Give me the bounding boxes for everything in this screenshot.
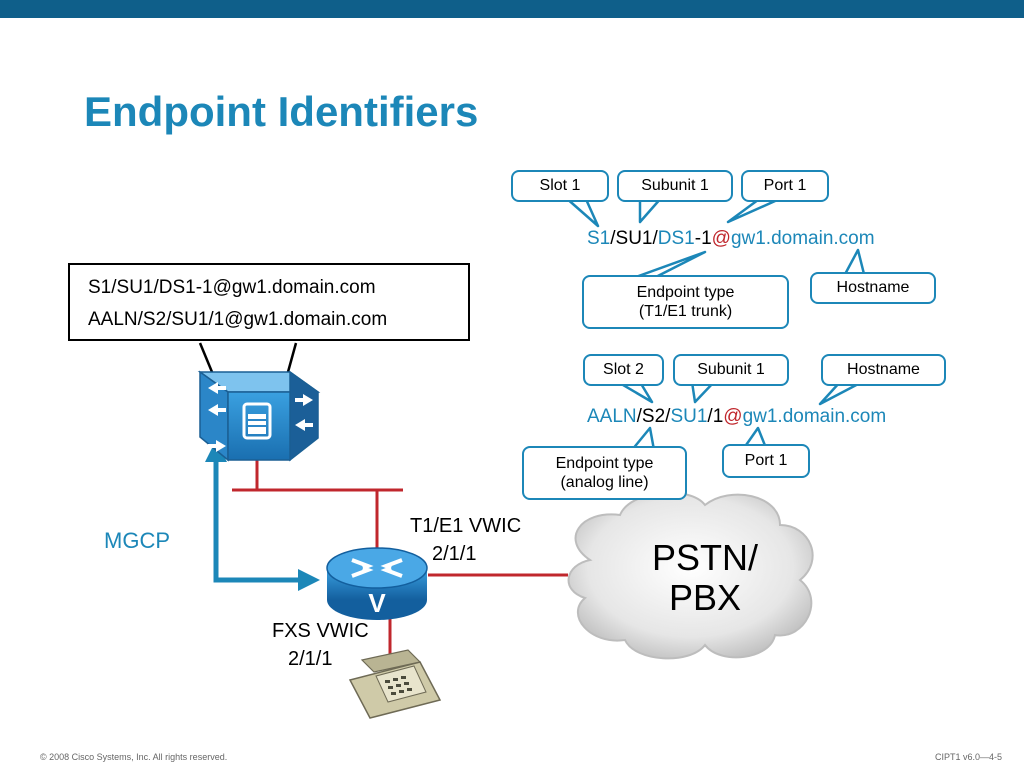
call-agent-switch-icon (197, 370, 321, 462)
fxs-vwic-label-line2: 2/1/1 (288, 648, 333, 670)
voice-router-icon: V (326, 547, 428, 620)
endpoint-type-trunk-line1: Endpoint type (636, 284, 735, 301)
mgcp-arrow-right-head (298, 569, 320, 591)
top-bar (0, 0, 1024, 18)
pstn-label: PSTN/ PBX (620, 538, 790, 618)
slot2-callout: Slot 2 (583, 354, 664, 386)
hostname-analog-label: Hostname (847, 361, 920, 378)
subunit1-callout: Subunit 1 (617, 170, 733, 202)
slot2-callout-label: Slot 2 (603, 361, 644, 378)
hostname-trunk-label: Hostname (836, 279, 910, 296)
analog-phone-icon (348, 649, 442, 719)
t1-vwic-label-line2: 2/1/1 (432, 543, 477, 565)
port1-analog-callout: Port 1 (722, 444, 810, 478)
trunk-endpoint-address: S1/SU1/DS1-1@gw1.domain.com (587, 228, 875, 249)
id-box-line2: AALN/S2/SU1/1@gw1.domain.com (88, 309, 388, 330)
endpoint-type-analog-line1: Endpoint type (555, 455, 654, 472)
endpoint-id-box: S1/SU1/DS1-1@gw1.domain.com AALN/S2/SU1/… (68, 263, 470, 341)
port1-callout: Port 1 (741, 170, 829, 202)
fxs-vwic-label-line1: FXS VWIC (272, 620, 369, 642)
endpoint-type-analog-callout: Endpoint type (analog line) (522, 446, 687, 500)
mgcp-arrow-line (213, 460, 300, 583)
hostname-analog-callout: Hostname (821, 354, 946, 386)
id-box-pointer-left (198, 342, 214, 373)
id-box-pointer-right (286, 342, 298, 373)
port1-callout-label: Port 1 (763, 177, 807, 194)
slot1-callout: Slot 1 (511, 170, 609, 202)
subunit1-analog-label: Subunit 1 (697, 361, 765, 378)
slot1-callout-label: Slot 1 (539, 177, 581, 194)
analog-endpoint-address: AALN/S2/SU1/1@gw1.domain.com (587, 406, 887, 427)
id-box-line1: S1/SU1/DS1-1@gw1.domain.com (88, 277, 376, 298)
hostname-trunk-callout: Hostname (810, 272, 936, 304)
t1-vwic-label-line1: T1/E1 VWIC (410, 515, 522, 537)
port1-analog-label: Port 1 (744, 452, 788, 469)
endpoint-type-analog-line2: (analog line) (560, 474, 649, 491)
pstn-label-line2: PBX (668, 577, 742, 618)
endpoint-type-trunk-line2: (T1/E1 trunk) (638, 303, 733, 320)
footer-copyright: © 2008 Cisco Systems, Inc. All rights re… (40, 752, 228, 762)
endpoint-type-trunk-callout: Endpoint type (T1/E1 trunk) (582, 275, 789, 329)
pstn-label-line1: PSTN/ (651, 537, 758, 578)
mgcp-label: MGCP (104, 528, 170, 553)
subunit1-callout-label: Subunit 1 (641, 177, 709, 194)
footer-course-id: CIPT1 v6.0—4-5 (934, 752, 1002, 762)
subunit1-analog-callout: Subunit 1 (673, 354, 789, 386)
svg-text:V: V (368, 588, 386, 618)
page-title: Endpoint Identifiers (84, 88, 479, 135)
